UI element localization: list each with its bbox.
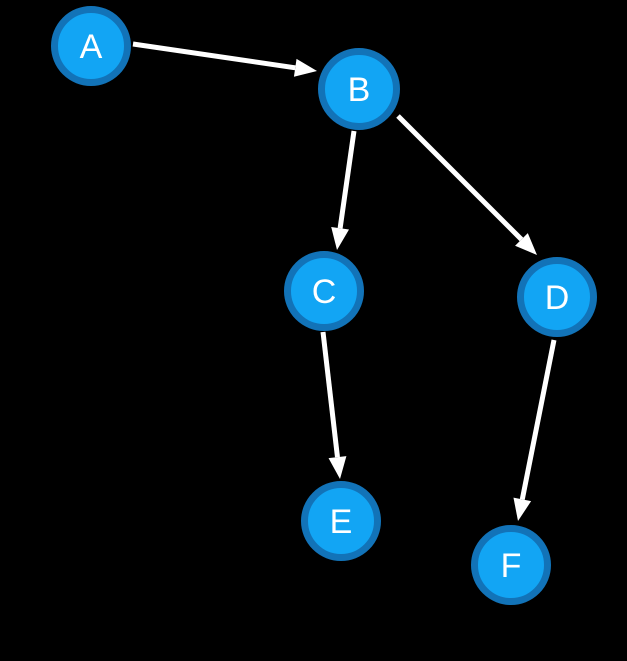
node-label: F (501, 547, 522, 585)
arrowhead-icon (513, 497, 532, 521)
arrowhead-icon (328, 456, 347, 479)
edge-c-to-e[interactable] (320, 331, 347, 479)
arrowhead-icon (293, 58, 317, 77)
node-label: C (312, 273, 337, 311)
edge-line (132, 41, 296, 71)
node-circle (471, 525, 551, 605)
edge-line (396, 114, 524, 242)
node-circle (517, 257, 597, 337)
node-circle (284, 251, 364, 331)
node-circle (51, 6, 131, 86)
edges-layer (132, 41, 557, 521)
node-label: E (330, 503, 353, 541)
edge-line (337, 130, 357, 229)
edge-b-to-c[interactable] (331, 130, 357, 250)
graph-node-d[interactable]: D (517, 257, 597, 337)
edge-line (320, 331, 340, 458)
nodes-layer: A B C D E F (51, 6, 597, 605)
node-circle (301, 481, 381, 561)
node-label: B (348, 71, 371, 109)
graph-node-c[interactable]: C (284, 251, 364, 331)
graph-node-e[interactable]: E (301, 481, 381, 561)
node-label: A (80, 28, 103, 66)
graph-node-a[interactable]: A (51, 6, 131, 86)
graph-node-f[interactable]: F (471, 525, 551, 605)
edge-line (519, 339, 557, 500)
node-label: D (545, 279, 570, 317)
arrowhead-icon (331, 226, 350, 250)
arrowhead-icon (515, 233, 537, 255)
edge-b-to-d[interactable] (396, 114, 537, 255)
graph-node-b[interactable]: B (318, 48, 400, 130)
edge-a-to-b[interactable] (132, 41, 317, 77)
edge-d-to-f[interactable] (513, 339, 557, 521)
node-circle (318, 48, 400, 130)
